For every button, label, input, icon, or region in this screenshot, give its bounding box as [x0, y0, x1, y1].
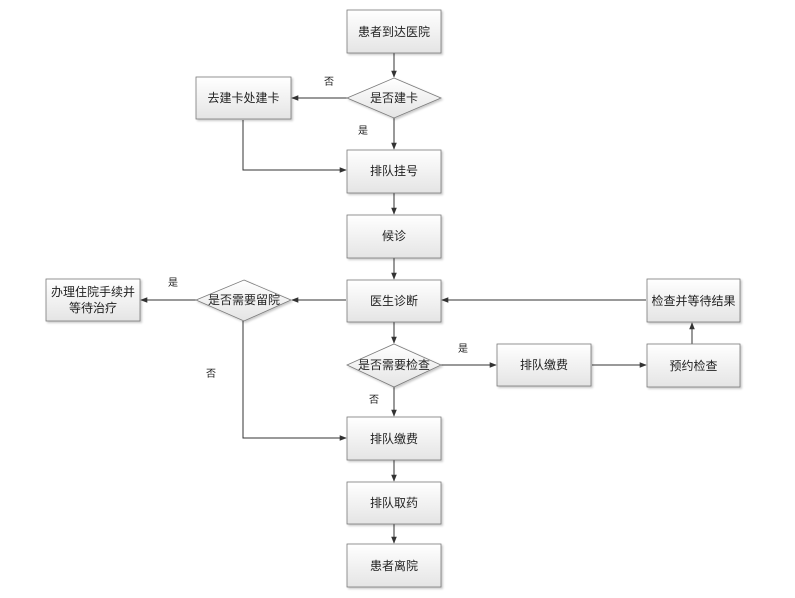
node-arrive-label: 患者到达医院: [358, 25, 430, 39]
edge-label-admit-no: 否: [206, 368, 216, 380]
decision-has-card: 是否建卡: [345, 77, 443, 119]
node-queue-register-label: 排队挂号: [370, 163, 418, 178]
edge-label-exam-yes: 是: [458, 343, 468, 355]
edge-admit-no: [242, 321, 347, 441]
decision-need-exam-label: 是否需要检查: [358, 357, 430, 372]
node-book-exam-label: 预约检查: [669, 358, 717, 373]
decision-need-admission: 是否需要留院: [194, 279, 293, 322]
decision-need-admission-label: 是否需要留院: [208, 293, 280, 307]
edge-labels: 否 是 是 否 是 否: [168, 76, 468, 406]
node-make-card: 去建卡处建卡: [195, 76, 292, 120]
node-exam-wait-label: 检查并等待结果: [651, 293, 735, 308]
node-wait-visit: 候诊: [346, 214, 442, 259]
node-book-exam: 预约检查: [646, 343, 741, 388]
connectors: [140, 53, 695, 544]
node-queue-pay: 排队缴费: [346, 416, 442, 461]
node-leave-label: 患者离院: [370, 558, 418, 573]
node-queue-medicine: 排队取药: [346, 481, 442, 525]
node-wait-visit-label: 候诊: [382, 229, 406, 243]
decision-has-card-label: 是否建卡: [370, 91, 418, 105]
edge-label-exam-no: 否: [369, 394, 379, 406]
node-queue-register: 排队挂号: [346, 149, 442, 194]
node-queue-pay-exam: 排队缴费: [496, 343, 592, 387]
node-queue-pay-label: 排队缴费: [370, 431, 418, 446]
node-queue-medicine-label: 排队取药: [370, 495, 418, 510]
node-exam-wait: 检查并等待结果: [646, 278, 741, 323]
edge-label-admit-yes: 是: [168, 277, 178, 289]
node-diagnosis: 医生诊断: [346, 279, 442, 323]
node-leave: 患者离院: [346, 543, 442, 588]
edge-makecard-to-register: [242, 120, 347, 173]
node-diagnosis-label: 医生诊断: [370, 293, 418, 308]
node-admission-label-line2: 等待治疗: [69, 301, 117, 315]
decision-need-exam: 是否需要检查: [346, 343, 442, 388]
node-queue-pay-exam-label: 排队缴费: [520, 357, 568, 372]
node-admission-label-line1: 办理住院手续并: [51, 284, 135, 299]
edge-label-card-yes: 是: [358, 125, 368, 137]
node-admission: 办理住院手续并 等待治疗: [45, 278, 141, 322]
edge-label-card-no: 否: [324, 76, 334, 88]
node-make-card-label: 去建卡处建卡: [207, 91, 279, 105]
node-arrive: 患者到达医院: [346, 9, 442, 54]
